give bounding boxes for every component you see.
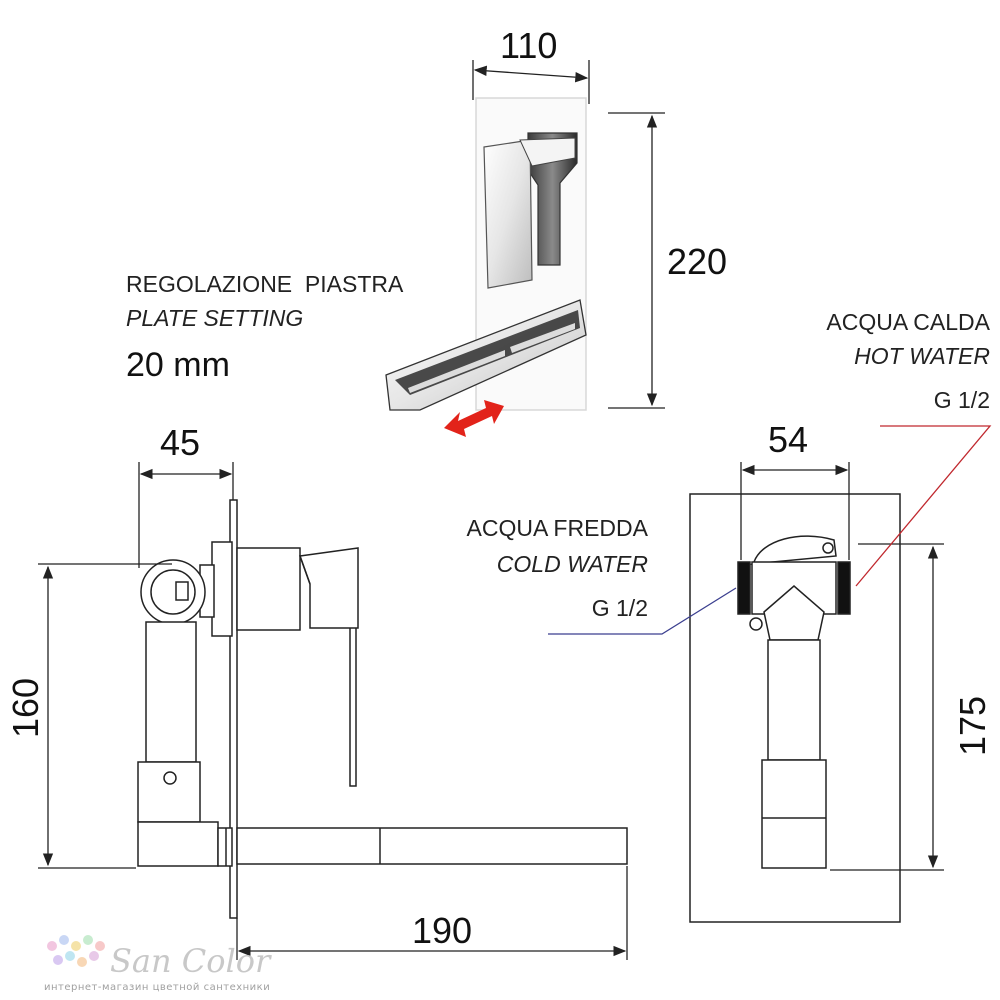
hot-water-label-en: HOT WATER [854, 343, 990, 369]
dimension-190: 190 [236, 866, 628, 960]
handle-body [527, 132, 578, 266]
hot-water-label-it: ACQUA CALDA [826, 309, 990, 335]
dimension-110: 110 [472, 25, 590, 104]
dimension-175: 175 [830, 543, 993, 871]
dim-175-label: 175 [952, 696, 993, 756]
watermark: San Color интернет-магазин цветной санте… [44, 935, 272, 993]
side-spout [236, 827, 628, 865]
cold-water-annotation: ACQUA FREDDA COLD WATER G 1/2 [467, 515, 737, 635]
hot-water-thread: G 1/2 [934, 387, 990, 413]
product-render [385, 97, 587, 437]
handle-lever [483, 139, 533, 289]
plate-setting-value: 20 mm [126, 346, 230, 384]
plate-setting-title-it: REGOLAZIONE PIASTRA [126, 271, 404, 297]
plate-adjust-arrow [444, 400, 504, 437]
dimension-160: 160 [5, 563, 172, 869]
watermark-brand: San Color [110, 942, 272, 980]
side-view [137, 499, 628, 919]
dimension-54: 54 [740, 419, 850, 560]
cold-water-thread: G 1/2 [592, 595, 648, 621]
cold-water-label-it: ACQUA FREDDA [467, 515, 649, 541]
dimension-220: 220 [608, 112, 727, 409]
dim-110-label: 110 [500, 25, 557, 66]
cold-water-leader [548, 587, 737, 635]
plate-setting-title-en: PLATE SETTING [126, 305, 303, 331]
hot-water-leader [855, 425, 992, 587]
cold-water-label-en: COLD WATER [497, 551, 648, 577]
dim-220-label: 220 [667, 241, 727, 282]
dim-160-label: 160 [5, 678, 46, 738]
dim-54-label: 54 [768, 419, 808, 460]
dim-190-label: 190 [412, 910, 472, 951]
watermark-dots-icon [47, 941, 57, 951]
rear-view [689, 493, 901, 923]
dim-45-label: 45 [160, 422, 200, 463]
plate-setting-note: REGOLAZIONE PIASTRA PLATE SETTING 20 mm [126, 271, 404, 384]
dimension-45: 45 [138, 422, 234, 568]
hot-water-annotation: ACQUA CALDA HOT WATER G 1/2 [826, 309, 992, 587]
watermark-tagline: интернет-магазин цветной сантехники [44, 982, 270, 993]
